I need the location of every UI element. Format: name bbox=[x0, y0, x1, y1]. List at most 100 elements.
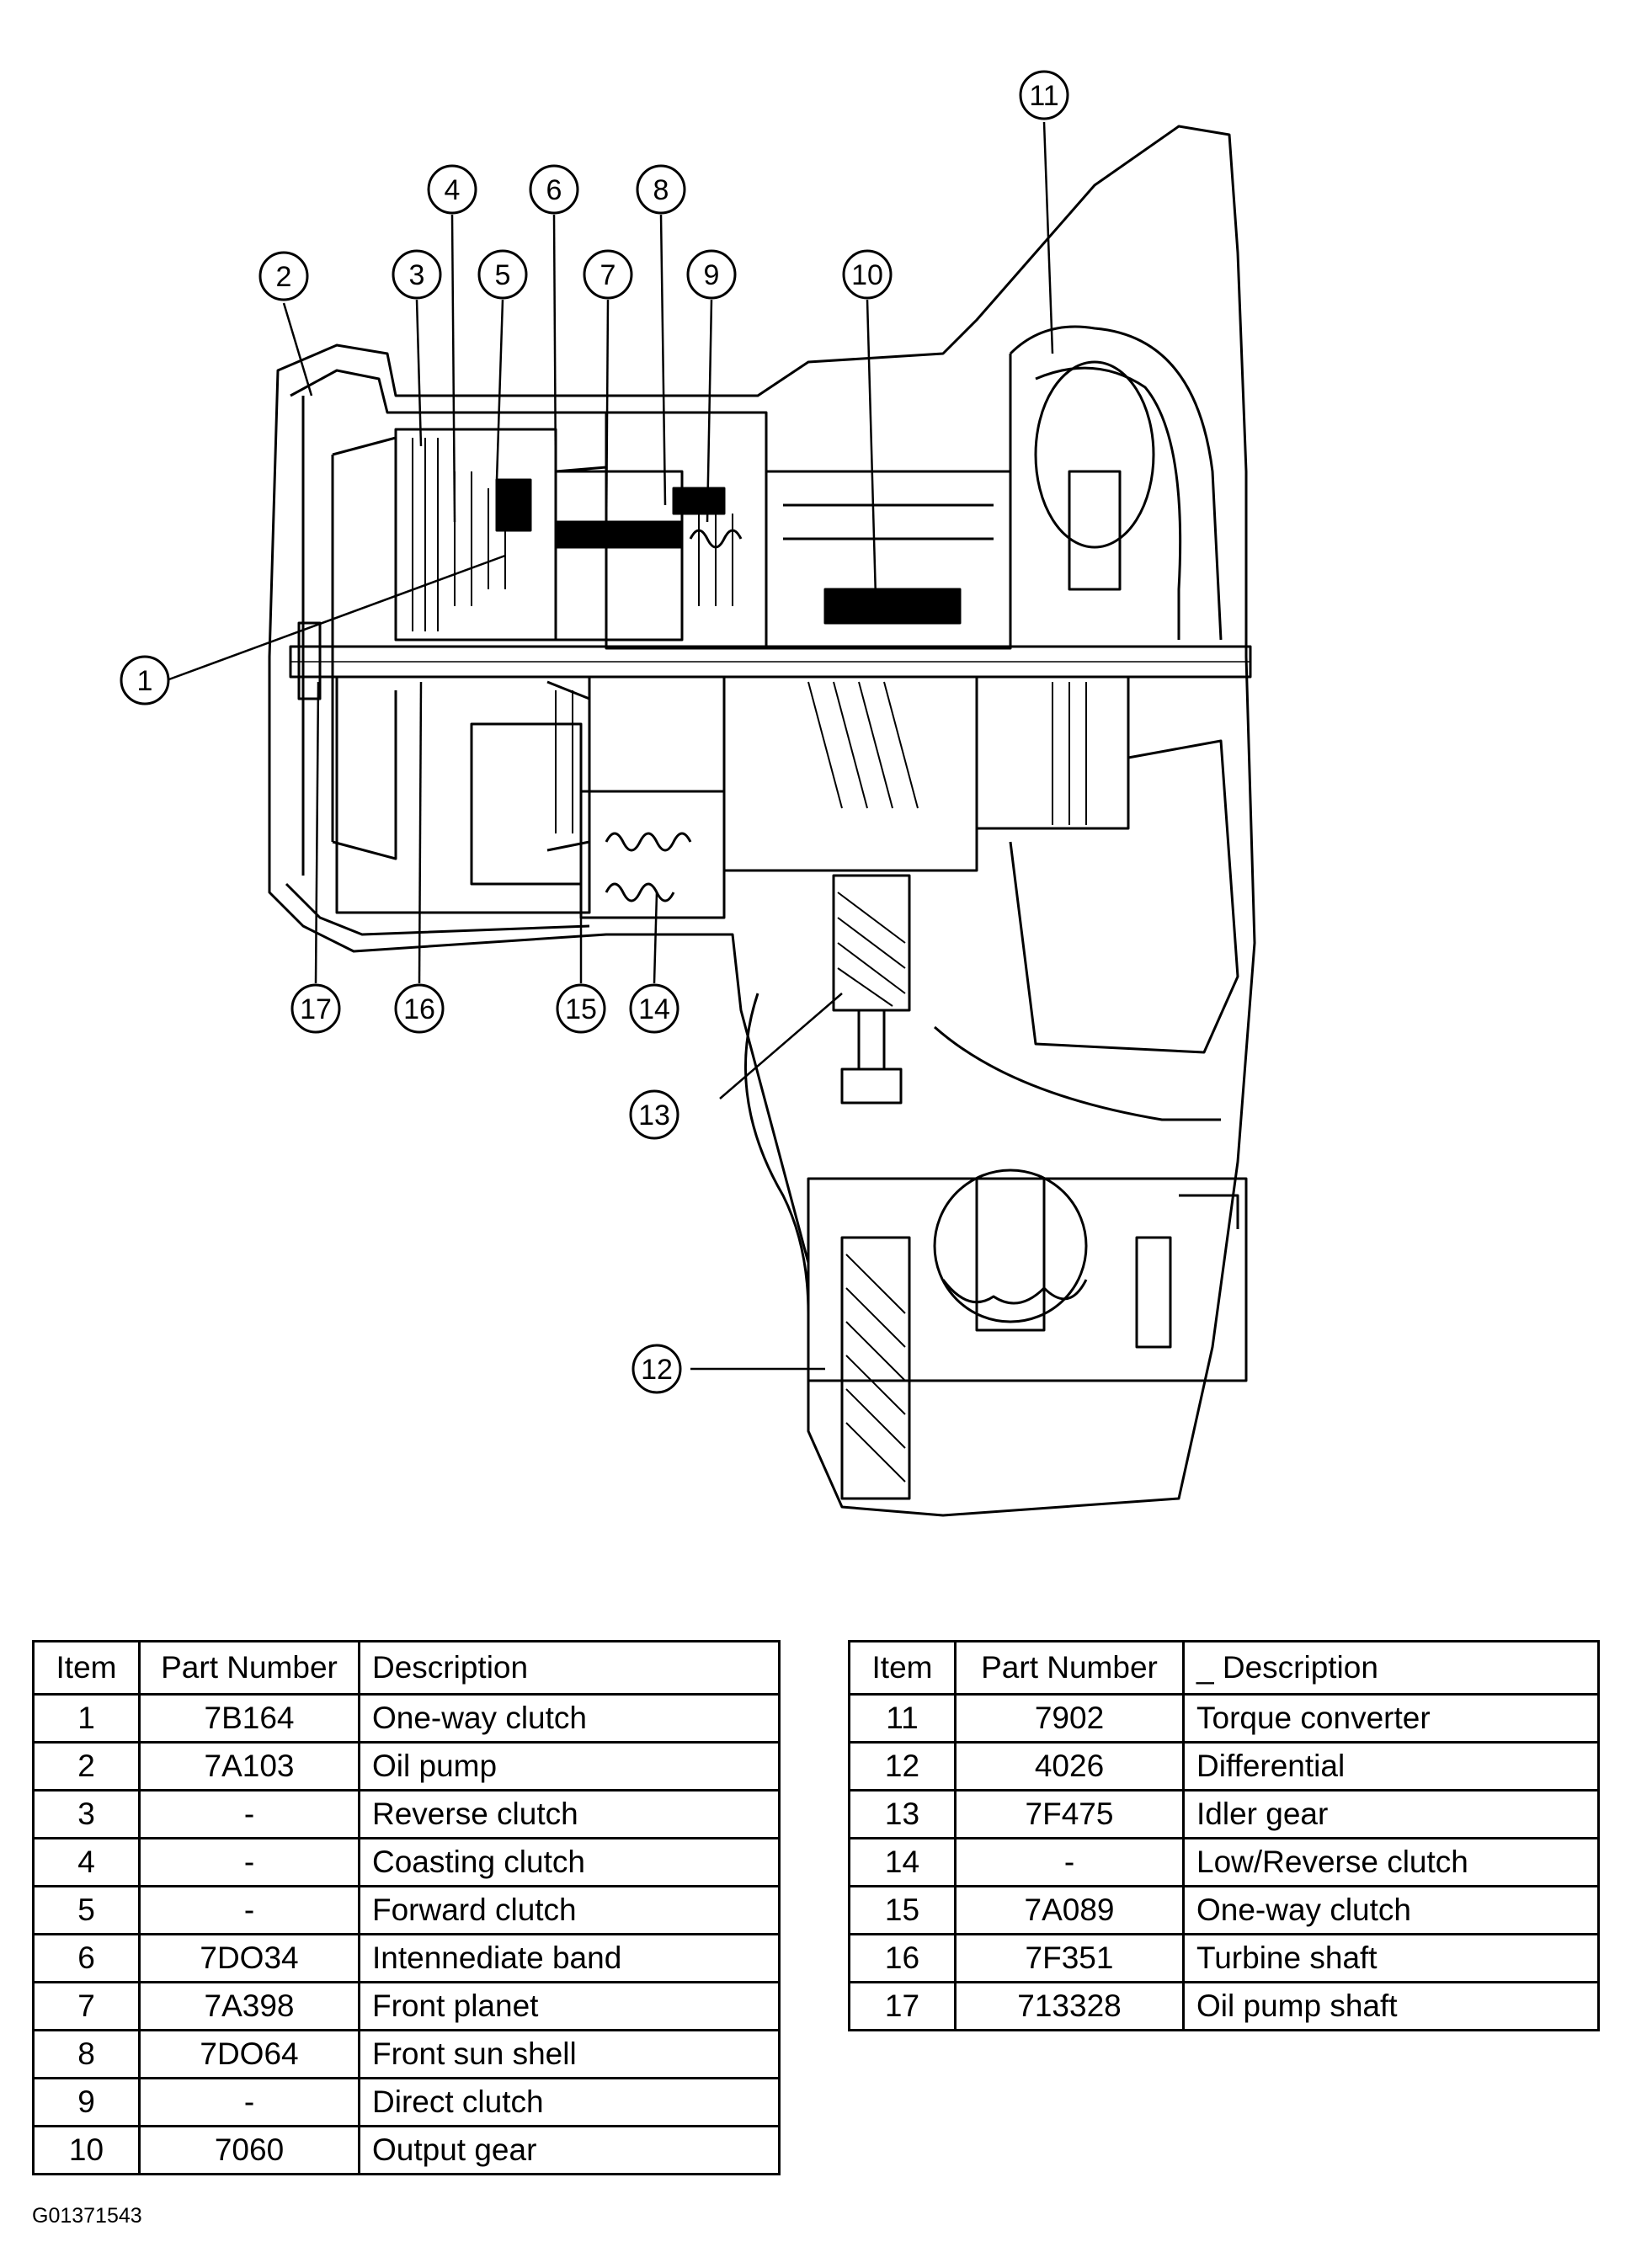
cell-description: One-way clutch bbox=[358, 1693, 781, 1744]
cell-part-number: 7A103 bbox=[138, 1741, 360, 1792]
header-item: Item bbox=[848, 1640, 957, 1696]
table-header-row: Item Part Number _ Description bbox=[848, 1640, 1600, 1696]
callout-10: 10 bbox=[842, 249, 893, 300]
cell-description: Front sun shell bbox=[358, 2029, 781, 2079]
header-item: Item bbox=[32, 1640, 141, 1696]
svg-text:11: 11 bbox=[1029, 80, 1058, 112]
torque-converter-shape bbox=[1009, 325, 1223, 641]
cell-description: Oil pump shaft bbox=[1182, 1981, 1600, 2031]
cell-part-number: 7902 bbox=[954, 1693, 1185, 1744]
svg-text:1: 1 bbox=[137, 665, 153, 697]
svg-text:17: 17 bbox=[300, 993, 332, 1025]
cell-part-number: 7DO64 bbox=[138, 2029, 360, 2079]
cell-part-number: - bbox=[138, 1885, 360, 1935]
cell-item: 11 bbox=[848, 1693, 957, 1744]
cell-description: Forward clutch bbox=[358, 1885, 781, 1935]
cell-description: Output gear bbox=[358, 2125, 781, 2175]
cell-item: 14 bbox=[848, 1837, 957, 1887]
cell-part-number: 7060 bbox=[138, 2125, 360, 2175]
cell-description: One-way clutch bbox=[1182, 1885, 1600, 1935]
header-description: _ Description bbox=[1182, 1640, 1600, 1696]
cell-part-number: - bbox=[138, 1837, 360, 1887]
svg-text:15: 15 bbox=[565, 993, 597, 1025]
callout-1: 1 bbox=[120, 655, 170, 705]
cell-item: 17 bbox=[848, 1981, 957, 2031]
svg-text:10: 10 bbox=[851, 259, 883, 291]
callout-2: 2 bbox=[258, 251, 309, 301]
clutch-pack-shape bbox=[394, 428, 557, 642]
cell-item: 10 bbox=[32, 2125, 141, 2175]
svg-text:6: 6 bbox=[546, 174, 562, 206]
cell-part-number: 7DO34 bbox=[138, 1933, 360, 1983]
cell-description: Differential bbox=[1182, 1741, 1600, 1792]
cell-item: 3 bbox=[32, 1789, 141, 1839]
cell-part-number: 7A089 bbox=[954, 1885, 1185, 1935]
header-part-number: Part Number bbox=[138, 1640, 360, 1696]
table-row: 14-Low/Reverse clutch bbox=[848, 1837, 1600, 1887]
svg-text:7: 7 bbox=[600, 259, 616, 291]
svg-text:16: 16 bbox=[403, 993, 435, 1025]
cell-item: 8 bbox=[32, 2029, 141, 2079]
callout-12: 12 bbox=[631, 1344, 682, 1394]
header-description: Description bbox=[358, 1640, 781, 1696]
callout-6: 6 bbox=[529, 164, 579, 215]
cell-part-number: 7F475 bbox=[954, 1789, 1185, 1839]
callout-7: 7 bbox=[583, 249, 633, 300]
differential-case-shape bbox=[933, 1169, 1088, 1323]
svg-text:2: 2 bbox=[276, 261, 292, 293]
svg-text:5: 5 bbox=[495, 259, 511, 291]
cell-item: 13 bbox=[848, 1789, 957, 1839]
cell-part-number: - bbox=[138, 1789, 360, 1839]
callout-8: 8 bbox=[636, 164, 686, 215]
svg-text:8: 8 bbox=[653, 174, 669, 206]
cell-item: 1 bbox=[32, 1693, 141, 1744]
cell-item: 7 bbox=[32, 1981, 141, 2031]
cell-description: Intennediate band bbox=[358, 1933, 781, 1983]
table-row: 5-Forward clutch bbox=[32, 1885, 781, 1935]
output-gear-shape bbox=[823, 588, 962, 625]
svg-text:4: 4 bbox=[445, 174, 461, 206]
figure-id-caption: G01371543 bbox=[32, 2204, 142, 2228]
cell-item: 9 bbox=[32, 2077, 141, 2127]
differential-ring-gear-shape bbox=[840, 1236, 911, 1500]
cell-description: Torque converter bbox=[1182, 1693, 1600, 1744]
svg-text:14: 14 bbox=[638, 993, 670, 1025]
table-row: 9-Direct clutch bbox=[32, 2077, 781, 2127]
svg-text:13: 13 bbox=[638, 1099, 670, 1131]
callout-14: 14 bbox=[629, 983, 679, 1034]
cell-description: Coasting clutch bbox=[358, 1837, 781, 1887]
cell-description: Low/Reverse clutch bbox=[1182, 1837, 1600, 1887]
callout-13: 13 bbox=[629, 1089, 679, 1140]
cell-item: 4 bbox=[32, 1837, 141, 1887]
cell-part-number: 7B164 bbox=[138, 1693, 360, 1744]
svg-text:9: 9 bbox=[704, 259, 720, 291]
cell-part-number: 7F351 bbox=[954, 1933, 1185, 1983]
cell-item: 6 bbox=[32, 1933, 141, 1983]
table-row: 3-Reverse clutch bbox=[32, 1789, 781, 1839]
cell-description: Oil pump bbox=[358, 1741, 781, 1792]
cell-part-number: - bbox=[954, 1837, 1185, 1887]
cell-part-number: - bbox=[138, 2077, 360, 2127]
cell-part-number: 7A398 bbox=[138, 1981, 360, 2031]
table-header-row: Item Part Number Description bbox=[32, 1640, 781, 1696]
cell-item: 15 bbox=[848, 1885, 957, 1935]
cell-description: Idler gear bbox=[1182, 1789, 1600, 1839]
callout-5: 5 bbox=[477, 249, 528, 300]
cell-description: Front planet bbox=[358, 1981, 781, 2031]
svg-text:12: 12 bbox=[641, 1354, 673, 1386]
cell-item: 16 bbox=[848, 1933, 957, 1983]
header-part-number: Part Number bbox=[954, 1640, 1185, 1696]
callout-11: 11 bbox=[1019, 70, 1069, 120]
cell-description: Direct clutch bbox=[358, 2077, 781, 2127]
cell-description: Reverse clutch bbox=[358, 1789, 781, 1839]
